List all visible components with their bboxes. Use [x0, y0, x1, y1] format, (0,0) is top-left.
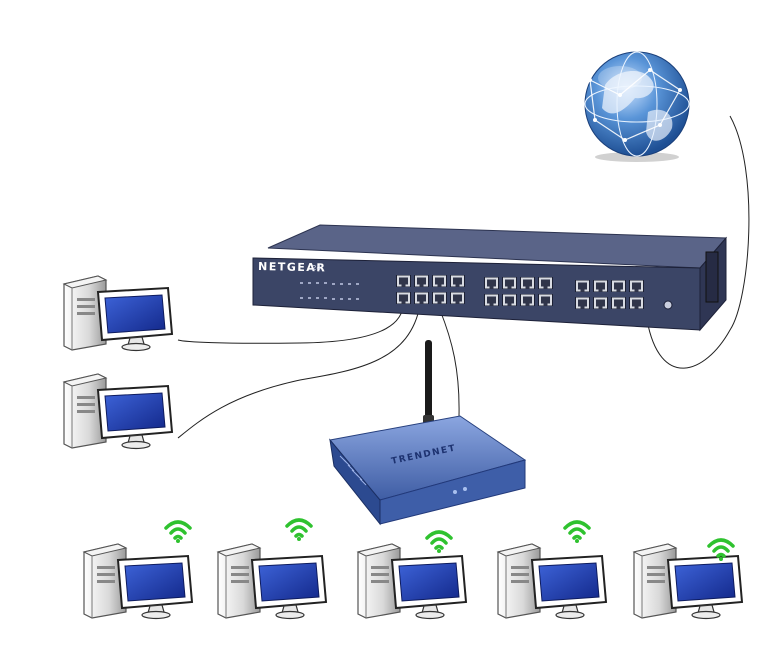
wifi-signal-icon	[563, 520, 591, 544]
wireless-computer-3	[357, 530, 467, 620]
cable-switch-router	[439, 309, 460, 417]
wifi-signal-icon	[164, 520, 192, 544]
wireless-computer-4	[497, 520, 607, 620]
cable-switch-wired-pc-2	[177, 304, 421, 439]
switch-model: 24	[312, 264, 321, 272]
wifi-signal-icon	[425, 530, 453, 554]
wireless-computer-5	[633, 538, 743, 620]
globe-icon	[584, 51, 690, 162]
cables	[177, 115, 750, 439]
antenna-icon	[423, 340, 434, 425]
wireless-router: TRENDNET	[329, 340, 527, 526]
cable-switch-wired-pc-1	[177, 299, 404, 344]
switch-brand: NETGEAR	[258, 260, 327, 274]
wireless-computer-2	[217, 518, 327, 620]
wifi-signal-icon	[285, 518, 313, 542]
wireless-computer-1	[83, 520, 193, 620]
cable-internet-switch	[646, 115, 750, 369]
network-switch: NETGEAR 24	[252, 224, 728, 332]
wired-computer-1	[63, 275, 173, 352]
wired-computer-2	[63, 373, 173, 450]
